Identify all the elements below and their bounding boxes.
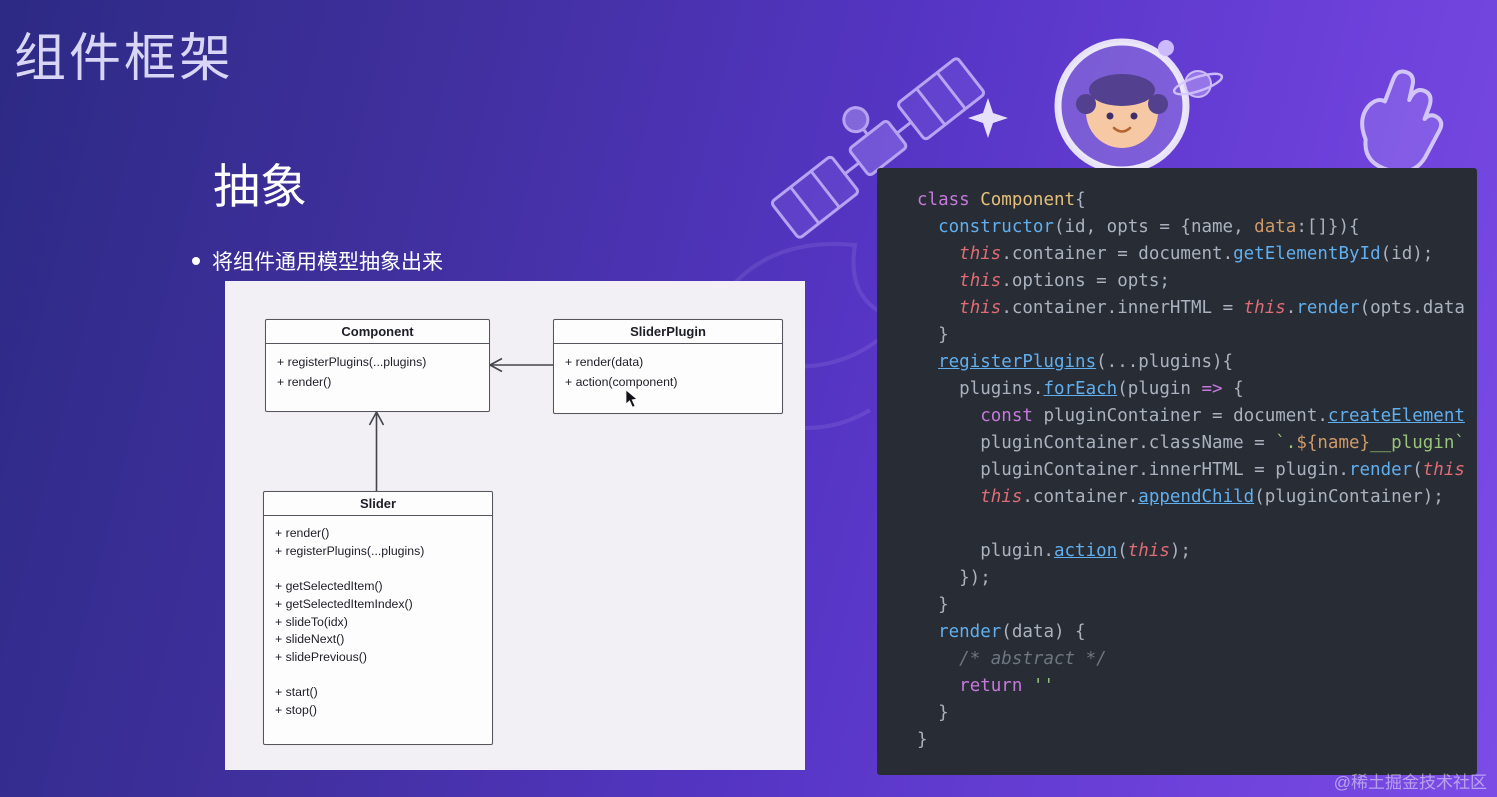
code-line: pluginContainer.innerHTML = plugin.rende…: [917, 460, 1465, 480]
uml-class-name: Component: [266, 320, 489, 344]
code-line: plugin.action(this);: [917, 541, 1191, 561]
astronaut-icon: [1054, 38, 1190, 174]
code-line: pluginContainer.className = `.${name}__p…: [917, 433, 1465, 453]
code-line: render(data) {: [938, 622, 1086, 642]
uml-connectors: [368, 357, 553, 491]
uml-diagram-panel: Component + registerPlugins(...plugins)+…: [225, 281, 805, 770]
code-line: }: [917, 595, 949, 615]
uml-method-list: + registerPlugins(...plugins) + render(): [266, 344, 489, 396]
mouse-cursor: [625, 389, 638, 408]
association-arrow-icon: [488, 357, 553, 373]
uml-method-line: [275, 667, 481, 685]
uml-method-line: + getSelectedItem(): [275, 579, 383, 594]
hand-icon: [1360, 69, 1444, 174]
uml-method-line: + registerPlugins(...plugins): [277, 355, 427, 369]
section-title: 抽象: [213, 160, 307, 213]
uml-method-line: + render(): [275, 526, 330, 540]
code-editor-panel: class Component{ constructor(id, opts = …: [877, 168, 1477, 775]
planet-icon: [1172, 70, 1224, 98]
uml-method-line: + getSelectedItemIndex(): [275, 596, 413, 611]
uml-method-line: + slideTo(idx): [275, 614, 348, 629]
uml-method-line: [275, 560, 481, 578]
code-line: const pluginContainer = document.createE…: [980, 406, 1465, 426]
slide-title: 组件框架: [14, 30, 235, 88]
uml-method-line: + stop(): [275, 703, 318, 717]
bullet-item: 将组件通用模型抽象出来: [192, 246, 443, 276]
uml-method-line: + render(): [277, 374, 332, 389]
code-line: [917, 511, 1477, 538]
code-line: this.container = document.getElementById…: [959, 244, 1434, 264]
bullet-dot-icon: [192, 257, 200, 265]
code-line: }: [917, 703, 949, 723]
uml-class-slider: Slider + render() + registerPlugins(...pl…: [263, 491, 493, 745]
uml-class-component: Component + registerPlugins(...plugins)+…: [265, 319, 490, 412]
uml-method-list: + render() + registerPlugins(...plugins) +…: [264, 516, 492, 724]
uml-method-line: + start(): [275, 685, 318, 700]
inheritance-arrow-icon: [368, 410, 385, 491]
uml-method-list: + render(data) + action(component): [554, 344, 782, 396]
code-line: class Component{: [917, 190, 1086, 210]
sparkle-icon: [968, 98, 1008, 138]
code-line: registerPlugins(...plugins){: [938, 352, 1234, 372]
uml-method-line: + registerPlugins(...plugins): [275, 543, 425, 558]
uml-method-line: + render(data): [565, 355, 644, 369]
uml-class-sliderplugin: SliderPlugin + render(data) + action(comp…: [553, 319, 783, 414]
code-line: /* abstract */: [959, 649, 1107, 669]
code-line: plugins.forEach(plugin => {: [917, 379, 1244, 399]
code-line: return '': [959, 676, 1054, 696]
code-line: constructor(id, opts = {name, data:[]}){: [938, 217, 1360, 237]
code-line: this.options = opts;: [959, 271, 1170, 291]
code-line: }: [917, 730, 928, 750]
uml-method-line: + slideNext(): [275, 632, 345, 647]
bullet-label: 将组件通用模型抽象出来: [212, 251, 443, 274]
uml-class-name: SliderPlugin: [554, 320, 782, 344]
code-lines: class Component{ constructor(id, opts = …: [877, 168, 1477, 754]
code-line: }: [917, 325, 949, 345]
code-line: this.container.appendChild(pluginContain…: [980, 487, 1444, 507]
code-line: this.container.innerHTML = this.render(o…: [959, 298, 1465, 318]
uml-method-line: + slidePrevious(): [275, 649, 367, 664]
uml-method-line: + action(component): [565, 374, 678, 389]
code-line: });: [917, 568, 991, 588]
watermark: @稀土掘金技术社区: [1333, 773, 1487, 792]
uml-class-name: Slider: [264, 492, 492, 516]
